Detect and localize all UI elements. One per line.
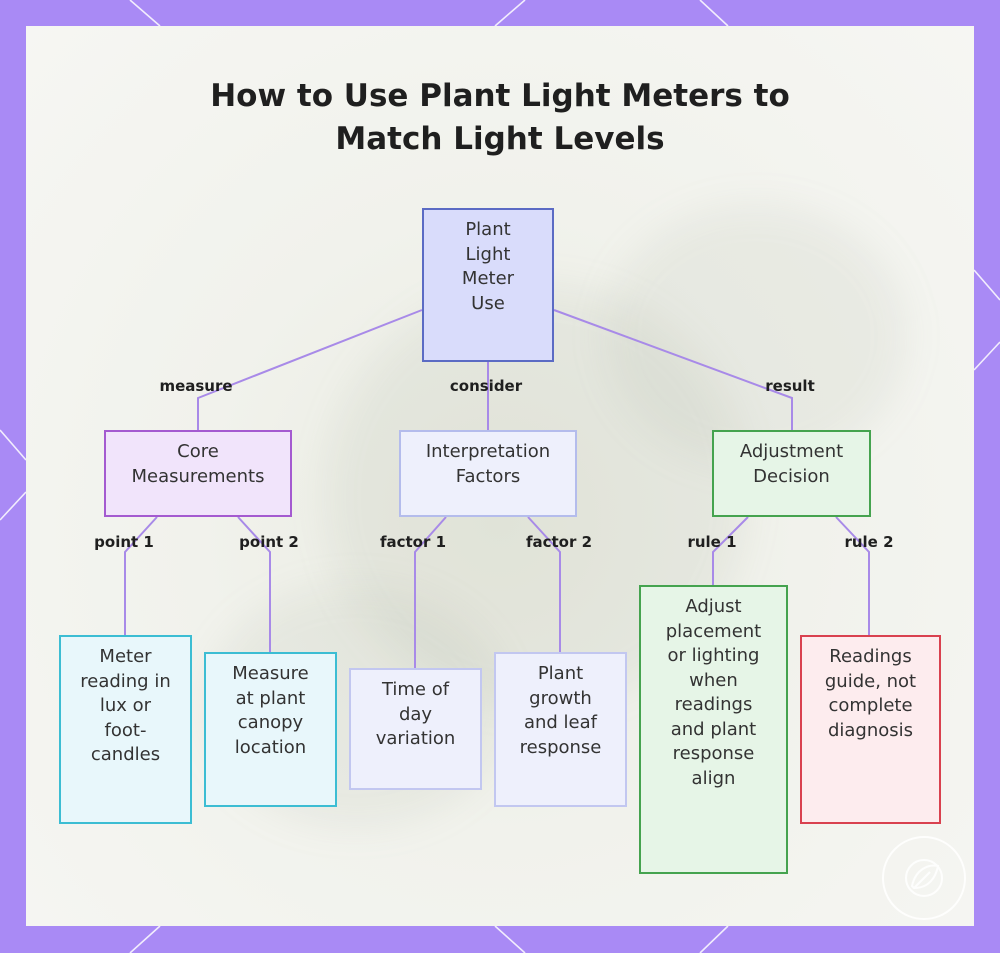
edge-label-rule-2: rule 2 bbox=[844, 533, 894, 551]
background-foliage-blur bbox=[606, 206, 906, 466]
edge-label-result: result bbox=[765, 377, 815, 395]
diagram-title: How to Use Plant Light Meters to Match L… bbox=[0, 75, 1000, 161]
node-meter-reading: Meter reading in lux or foot- candles bbox=[59, 635, 192, 824]
edge-root-adjust bbox=[553, 309, 793, 430]
node-time-of-day: Time of day variation bbox=[349, 668, 482, 790]
edge-label-factor-2: factor 2 bbox=[525, 533, 593, 551]
edge-core-meter bbox=[124, 516, 158, 635]
node-measure-at-canopy: Measure at plant canopy location bbox=[204, 652, 337, 807]
edge-adjust-placement bbox=[712, 516, 749, 585]
edge-interp-growth bbox=[527, 516, 561, 652]
edge-root-core bbox=[197, 309, 423, 430]
edge-label-point-2: point 2 bbox=[239, 533, 299, 551]
leaf-brand-icon bbox=[882, 836, 966, 920]
node-adjust-placement: Adjust placement or lighting when readin… bbox=[639, 585, 788, 874]
edge-interp-time bbox=[414, 516, 447, 668]
node-readings-guide: Readings guide, not complete diagnosis bbox=[800, 635, 941, 824]
node-plant-light-meter-use: Plant Light Meter Use bbox=[422, 208, 554, 362]
edge-label-consider: consider bbox=[449, 377, 523, 395]
node-plant-growth: Plant growth and leaf response bbox=[494, 652, 627, 807]
node-core-measurements: Core Measurements bbox=[104, 430, 292, 517]
edge-label-factor-1: factor 1 bbox=[379, 533, 447, 551]
edge-core-canopy bbox=[237, 516, 271, 652]
title-line-1: How to Use Plant Light Meters to bbox=[210, 78, 790, 114]
title-line-2: Match Light Levels bbox=[335, 121, 665, 157]
edge-label-rule-1: rule 1 bbox=[687, 533, 737, 551]
node-interpretation-factors: Interpretation Factors bbox=[399, 430, 577, 517]
node-adjustment-decision: Adjustment Decision bbox=[712, 430, 871, 517]
edge-adjust-guide bbox=[835, 516, 870, 635]
edge-label-measure: measure bbox=[159, 377, 233, 395]
edge-label-point-1: point 1 bbox=[94, 533, 154, 551]
